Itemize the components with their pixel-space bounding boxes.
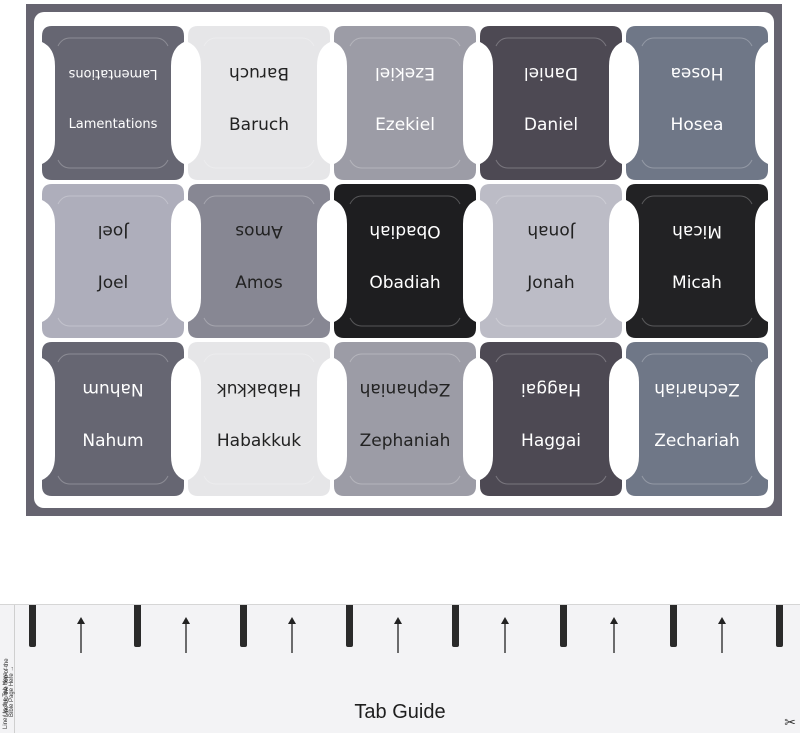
- scissors-icon: ✂: [784, 714, 796, 730]
- tab-label-inverted: Zephaniah: [359, 379, 451, 399]
- tab-label: Hosea: [670, 115, 724, 135]
- tab-sticker-shape: [42, 342, 184, 496]
- tab-guide-side-instructions: Line Up the Top of the Bible Page Here →…: [2, 605, 15, 733]
- tab-sticker-shape: [480, 342, 622, 496]
- tab-label-inverted: Hosea: [670, 63, 724, 83]
- tab-label-inverted: Jonah: [527, 221, 575, 241]
- guide-tick: [240, 605, 247, 647]
- tab-sticker-shape: [188, 26, 330, 180]
- tab-label-inverted: Baruch: [229, 63, 289, 83]
- tab-label: Habakkuk: [216, 431, 302, 451]
- tab-sticker-shape: [334, 26, 476, 180]
- tab-sticker-shape: [334, 184, 476, 338]
- tab-label: Daniel: [523, 115, 579, 135]
- tab-sticker-shape: [626, 342, 768, 496]
- tab-sticker-shape: [42, 184, 184, 338]
- tab-label-inverted: Zechariah: [654, 379, 740, 399]
- up-arrow-icon: [500, 617, 510, 653]
- tab-sticker-shape: [188, 342, 330, 496]
- tab-sticker-shape: [626, 184, 768, 338]
- up-arrow-icon: [181, 617, 191, 653]
- guide-tick: [670, 605, 677, 647]
- tab-label: Lamentations: [68, 117, 158, 132]
- tab-label-inverted: Habakkuk: [216, 379, 302, 399]
- tab-label-inverted: Joel: [97, 221, 129, 241]
- tab-label-inverted: Lamentations: [68, 66, 158, 81]
- tab-sticker-shape: [480, 184, 622, 338]
- tab-label-inverted: Ezekiel: [375, 63, 435, 83]
- tab-sticker-shape: [188, 184, 330, 338]
- tab-label-inverted: Daniel: [523, 63, 579, 83]
- tab-label: Ezekiel: [375, 115, 435, 135]
- up-arrow-icon: [287, 617, 297, 653]
- tab-label: Zechariah: [654, 431, 740, 451]
- guide-tick: [346, 605, 353, 647]
- up-arrow-icon: [393, 617, 403, 653]
- tab-label: Jonah: [527, 273, 575, 293]
- up-arrow-icon: [76, 617, 86, 653]
- tab-label: Baruch: [229, 115, 289, 135]
- tab-sticker-shape: [626, 26, 768, 180]
- up-arrow-icon: [609, 617, 619, 653]
- tab-sticker-shape: [42, 26, 184, 180]
- tab-label-inverted: Amos: [235, 221, 283, 241]
- tab-label: Nahum: [82, 431, 144, 451]
- tab-label-inverted: Obadiah: [369, 221, 441, 241]
- tab-label: Micah: [672, 273, 722, 293]
- guide-tick: [560, 605, 567, 647]
- tab-sticker-shape: [334, 342, 476, 496]
- guide-tick: [29, 605, 36, 647]
- tab-label: Haggai: [521, 431, 581, 451]
- tab-label: Obadiah: [369, 273, 441, 293]
- tab-label-inverted: Nahum: [82, 379, 144, 399]
- tab-label: Joel: [97, 273, 129, 293]
- tab-label-inverted: Haggai: [521, 379, 581, 399]
- up-arrow-icon: [717, 617, 727, 653]
- tab-guide-title: Tab Guide: [354, 701, 446, 723]
- guide-tick: [134, 605, 141, 647]
- guide-tick: [776, 605, 783, 647]
- tab-label: Amos: [235, 273, 283, 293]
- tab-guide: Line Up the Top of the Bible Page Here →…: [0, 604, 800, 733]
- tab-sticker-shape: [480, 26, 622, 180]
- tab-label-inverted: Micah: [672, 221, 722, 241]
- tab-label: Zephaniah: [359, 431, 451, 451]
- guide-tick: [452, 605, 459, 647]
